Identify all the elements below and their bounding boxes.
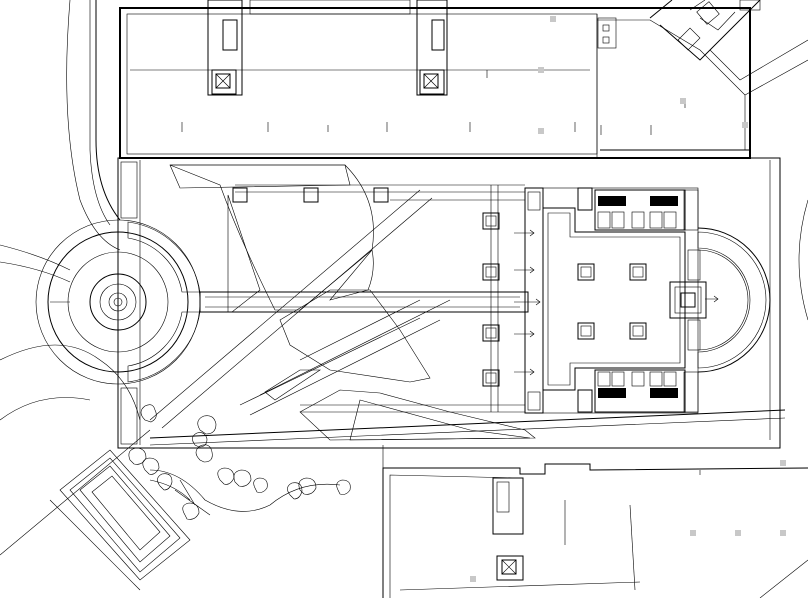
stair-core-south	[492, 477, 524, 581]
north-building	[119, 0, 751, 159]
stair-core-left	[207, 0, 243, 96]
elevator-box-icon	[501, 559, 517, 575]
central-walkway	[199, 291, 529, 313]
elevator-box-icon	[215, 73, 231, 89]
east-plaza	[524, 187, 707, 414]
tree-cluster-icon	[128, 404, 351, 520]
parking-strips	[49, 449, 191, 591]
stair-icon	[697, 199, 808, 373]
plaza-boundary	[117, 157, 786, 449]
stair-core-right	[416, 0, 448, 96]
arrow-right-icon	[514, 229, 719, 376]
northeast-building	[649, 0, 808, 96]
diagonal-paving-lines	[149, 184, 525, 429]
elevator-box-icon	[423, 73, 439, 89]
wall-ticks	[181, 70, 686, 135]
south-building	[382, 445, 808, 598]
left-road-edges	[0, 0, 151, 556]
top-band-planters	[232, 187, 389, 203]
planting-beds	[169, 164, 536, 441]
